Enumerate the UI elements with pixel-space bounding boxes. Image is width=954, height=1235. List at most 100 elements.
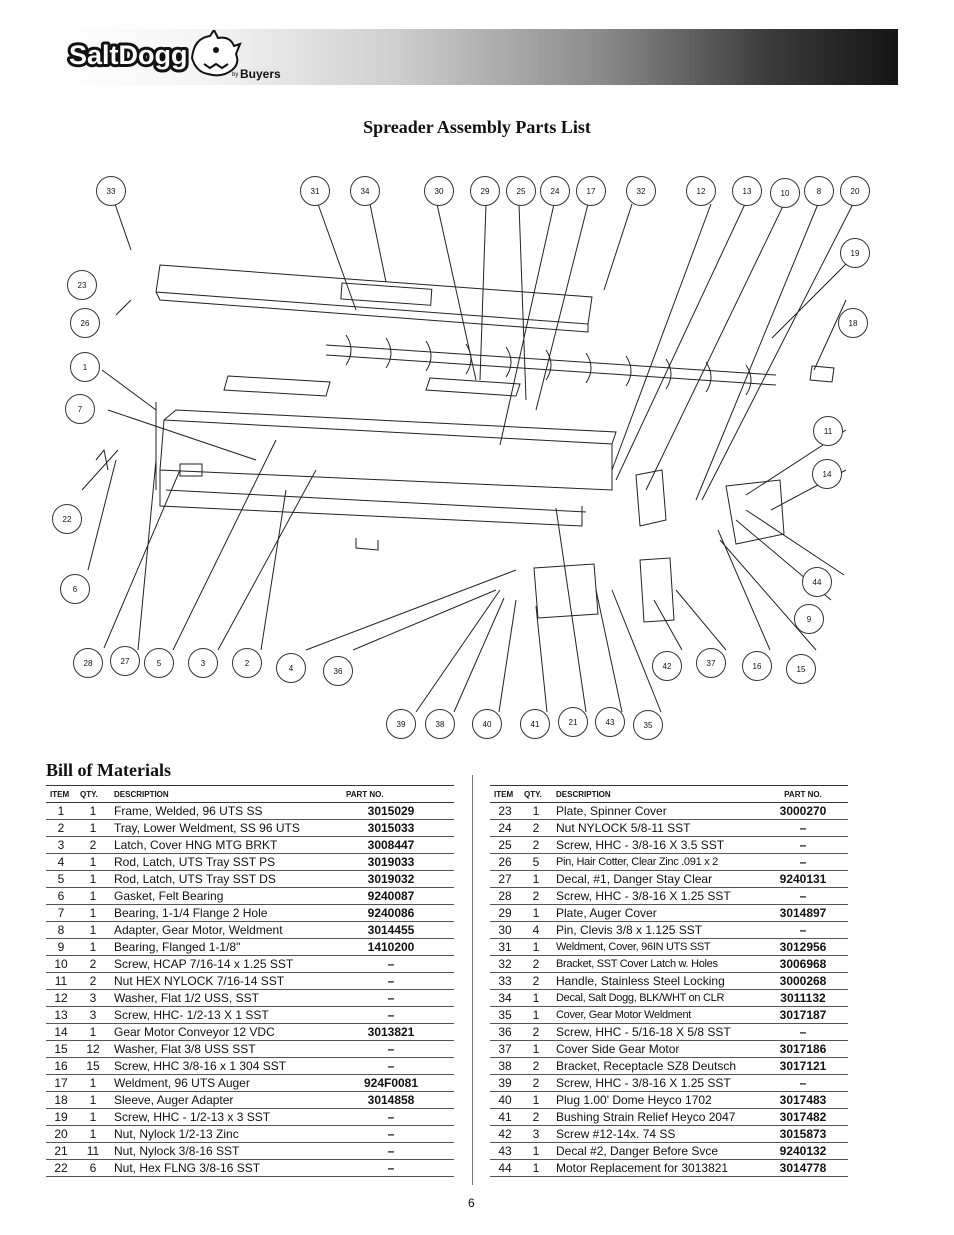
bom-cell-item: 15 [46,1040,76,1058]
bom-cell-item: 38 [490,1057,520,1075]
callout-37: 37 [696,648,726,678]
bom-cell-description: Gasket, Felt Bearing [110,887,328,905]
bom-cell-part-no: – [328,1159,454,1177]
bom-cell-qty: 2 [76,955,110,973]
bom-cell-item: 28 [490,887,520,905]
dog-mascot-icon [190,30,242,77]
bom-cell-qty: 2 [520,972,552,990]
header-qty: QTY. [76,785,110,803]
bom-cell-part-no: – [328,1057,454,1075]
bom-cell-part-no: 3014858 [328,1091,454,1109]
bom-cell-qty: 5 [520,853,552,871]
bom-cell-qty: 1 [76,1023,110,1041]
bom-cell-qty: 2 [520,887,552,905]
saltdogg-logo: SaltDogg by Buyers [66,30,281,81]
bom-cell-description: Plate, Auger Cover [552,904,758,922]
bom-cell-part-no: – [328,955,454,973]
bom-cell-qty: 1 [76,904,110,922]
callout-29: 29 [470,176,500,206]
bom-cell-part-no: 9240086 [328,904,454,922]
callout-3: 3 [188,648,218,678]
callout-26: 26 [70,308,100,338]
bom-cell-part-no: 9240132 [758,1142,848,1160]
bom-cell-qty: 11 [76,1142,110,1160]
bom-header-row: ITEM QTY. DESCRIPTION PART NO. [46,785,454,803]
bom-cell-qty: 2 [520,1074,552,1092]
column-divider [472,775,473,1185]
header-part-no: PART NO. [758,785,848,803]
bom-cell-description: Pin, Hair Cotter, Clear Zinc .091 x 2 [552,853,758,871]
callout-17: 17 [576,176,606,206]
bom-cell-item: 26 [490,853,520,871]
bom-cell-part-no: 3014897 [758,904,848,922]
bom-cell-item: 3 [46,836,76,854]
bom-cell-part-no: – [758,887,848,905]
bom-cell-description: Frame, Welded, 96 UTS SS [110,802,328,820]
callout-33: 33 [96,176,126,206]
bom-cell-part-no: 3017121 [758,1057,848,1075]
callout-6: 6 [60,574,90,604]
bom-cell-qty: 1 [76,819,110,837]
bom-cell-item: 1 [46,802,76,820]
bom-cell-description: Rod, Latch, UTS Tray SST DS [110,870,328,888]
bom-cell-description: Motor Replacement for 3013821 [552,1159,758,1177]
bom-cell-item: 23 [490,802,520,820]
callout-9: 9 [794,604,824,634]
callout-40: 40 [472,709,502,739]
callout-21: 21 [558,707,588,737]
bom-cell-description: Washer, Flat 1/2 USS, SST [110,989,328,1007]
bom-cell-item: 36 [490,1023,520,1041]
header-description: DESCRIPTION [552,785,758,803]
callout-35: 35 [633,710,663,740]
by-text: by [232,72,238,78]
bom-cell-item: 27 [490,870,520,888]
bom-cell-part-no: 3015033 [328,819,454,837]
bom-cell-qty: 3 [76,1006,110,1024]
bom-cell-part-no: 3017187 [758,1006,848,1024]
page-number: 6 [468,1196,475,1210]
bom-cell-description: Nut, Nylock 1/2-13 Zinc [110,1125,328,1143]
callout-4: 4 [276,653,306,683]
bom-cell-description: Adapter, Gear Motor, Weldment [110,921,328,939]
callout-10: 10 [770,178,800,208]
bom-cell-item: 25 [490,836,520,854]
bom-cell-qty: 2 [520,1057,552,1075]
bom-cell-qty: 1 [520,1142,552,1160]
bom-cell-qty: 1 [76,1074,110,1092]
bom-cell-qty: 1 [520,1006,552,1024]
bom-cell-description: Latch, Cover HNG MTG BRKT [110,836,328,854]
bom-cell-item: 13 [46,1006,76,1024]
bom-cell-description: Screw, HHC 3/8-16 x 1 304 SST [110,1057,328,1075]
bom-cell-qty: 15 [76,1057,110,1075]
bom-cell-item: 17 [46,1074,76,1092]
bom-cell-qty: 1 [76,921,110,939]
bom-cell-qty: 1 [520,904,552,922]
callout-28: 28 [73,648,103,678]
callout-25: 25 [506,176,536,206]
bom-cell-item: 29 [490,904,520,922]
bom-cell-item: 30 [490,921,520,939]
bom-cell-part-no: 3011132 [758,989,848,1007]
bom-cell-qty: 2 [520,836,552,854]
exploded-diagram [56,170,896,740]
bom-cell-qty: 1 [76,938,110,956]
callout-2: 2 [232,648,262,678]
bom-cell-description: Screw, HHC - 3/8-16 X 1.25 SST [552,887,758,905]
bom-cell-description: Cover Side Gear Motor [552,1040,758,1058]
callout-18: 18 [838,308,868,338]
